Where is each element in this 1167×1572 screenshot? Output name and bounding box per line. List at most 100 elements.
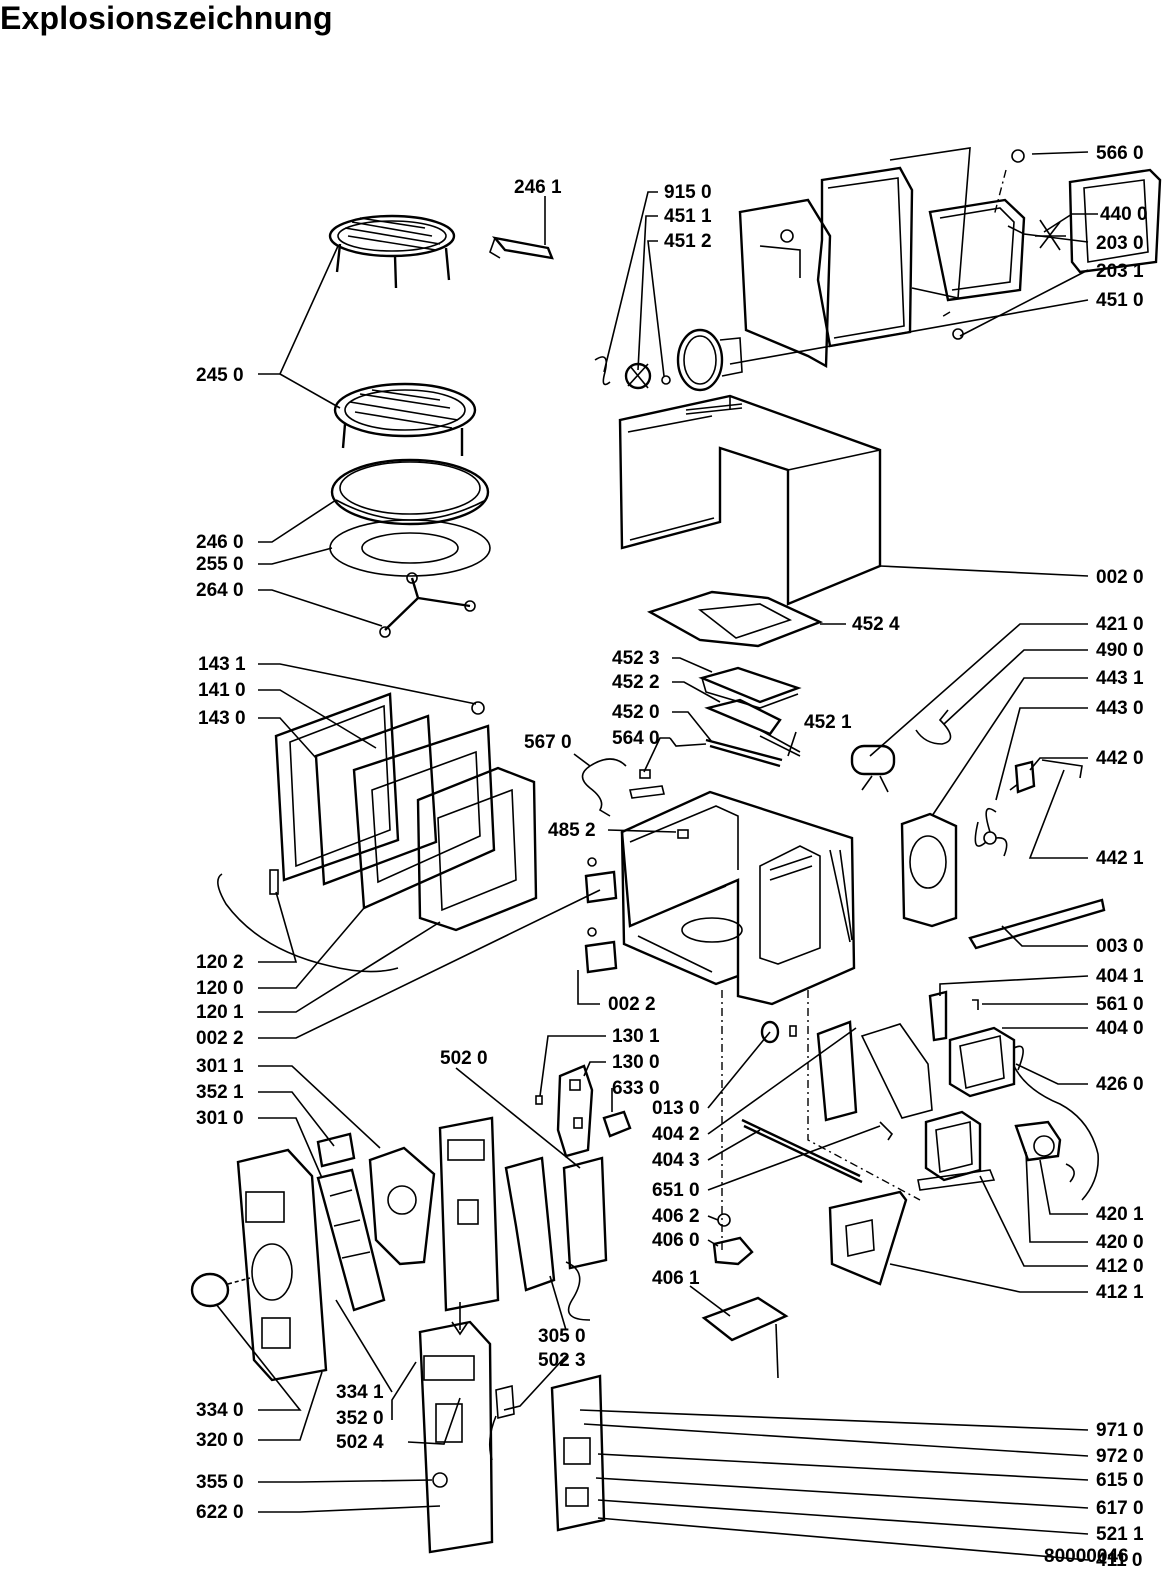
frame-bracket-404-2 [816, 1020, 933, 1122]
display-board-502-4 [418, 1320, 515, 1554]
fan-blade-443-0 [974, 807, 1008, 857]
grill-rack-upper [328, 214, 456, 289]
knob-334-0 [190, 1272, 251, 1308]
label-002-2-right: 002 2 [608, 994, 656, 1015]
label-420-1: 420 1 [1096, 1204, 1144, 1225]
fan-motor-442-0 [1009, 759, 1083, 794]
relay-board-502-3 [562, 1156, 608, 1270]
label-352-0: 352 0 [336, 1408, 384, 1429]
heater-cover-452-3 [698, 666, 802, 709]
glass-turntable [330, 458, 490, 526]
label-406-1: 406 1 [652, 1268, 700, 1289]
label-452-3: 452 3 [612, 648, 660, 669]
label-972-0: 972 0 [1096, 1446, 1144, 1467]
label-320-0: 320 0 [196, 1430, 244, 1451]
label-404-0: 404 0 [1096, 1018, 1144, 1039]
fan-cover-490-0 [915, 709, 952, 745]
mounting-plate-404-1 [928, 990, 979, 1042]
label-203-0: 203 0 [1096, 233, 1144, 254]
hv-capacitor-420-0 [1014, 1120, 1075, 1183]
label-203-1: 203 1 [1096, 261, 1144, 282]
display-bracket-352-1 [316, 1132, 356, 1168]
foot-013-0 [760, 1020, 797, 1044]
capacitor-421-0 [850, 744, 896, 793]
motor-cover-406-1 [701, 1296, 789, 1379]
label-246-0: 246 0 [196, 532, 244, 553]
label-355-0: 355 0 [196, 1472, 244, 1493]
label-352-1: 352 1 [196, 1082, 244, 1103]
label-452-4: 452 4 [852, 614, 900, 635]
label-440-0: 440 0 [1100, 204, 1148, 225]
label-120-2: 120 2 [196, 952, 244, 973]
label-443-0: 443 0 [1096, 698, 1144, 719]
label-451-1: 451 1 [664, 206, 712, 227]
label-013-0: 013 0 [652, 1098, 700, 1119]
label-452-1: 452 1 [804, 712, 852, 733]
label-404-1: 404 1 [1096, 966, 1144, 987]
keypad-frame-301-0 [316, 1168, 386, 1312]
switch-633-0 [602, 1110, 632, 1138]
label-420-0: 420 0 [1096, 1232, 1144, 1253]
bracket-246-1 [489, 236, 554, 260]
label-633-0: 633 0 [612, 1078, 660, 1099]
cover-plate-412-1 [828, 1190, 908, 1286]
door-wire-120-2 [217, 869, 399, 973]
outer-casing [618, 394, 882, 606]
label-485-2: 485 2 [548, 820, 596, 841]
label-334-0: 334 0 [196, 1400, 244, 1421]
door-hinge-002-2-upper [584, 857, 618, 904]
wire-harness-567-0 [581, 758, 627, 817]
label-406-2: 406 2 [652, 1206, 700, 1227]
grill-rack-lower [333, 382, 477, 456]
interlock-switch-130-0 [556, 1064, 594, 1158]
label-002-2-left: 002 2 [196, 1028, 244, 1049]
knob-mount-301-1 [368, 1146, 436, 1266]
label-561-0: 561 0 [1096, 994, 1144, 1015]
label-130-1: 130 1 [612, 1026, 660, 1047]
label-246-1: 246 1 [514, 177, 562, 198]
label-002-0: 002 0 [1096, 567, 1144, 588]
clip-651-0 [879, 1121, 894, 1141]
label-412-0: 412 0 [1096, 1256, 1144, 1277]
label-971-0: 971 0 [1096, 1420, 1144, 1441]
hv-diode-412-0 [917, 1110, 996, 1191]
turntable-motor-406-0 [712, 1213, 754, 1266]
label-305-0: 305 0 [538, 1326, 586, 1347]
fan-motor-assembly [594, 147, 1162, 392]
label-334-1: 334 1 [336, 1382, 384, 1403]
control-panel-320-0 [236, 1148, 328, 1382]
label-301-0: 301 0 [196, 1108, 244, 1129]
label-915-0: 915 0 [664, 182, 712, 203]
label-130-0: 130 0 [612, 1052, 660, 1073]
power-board-971-0 [550, 1374, 606, 1532]
label-120-0: 120 0 [196, 978, 244, 999]
door-glass-141-0 [314, 714, 438, 886]
oven-cavity [620, 790, 856, 1006]
heater-reflector-452-2 [704, 698, 782, 736]
rod-404-3 [741, 1118, 863, 1184]
label-003-0: 003 0 [1096, 936, 1144, 957]
label-451-0: 451 0 [1096, 290, 1144, 311]
label-502-4: 502 4 [336, 1432, 384, 1453]
label-502-0: 502 0 [440, 1048, 488, 1069]
label-442-1: 442 1 [1096, 848, 1144, 869]
bracket-305-0 [504, 1156, 591, 1321]
thermal-fuse-564-0 [629, 769, 665, 799]
page-title: Explosionszeichnung [0, 0, 333, 36]
arrow-down [451, 1302, 469, 1336]
label-490-0: 490 0 [1096, 640, 1144, 661]
label-442-0: 442 0 [1096, 748, 1144, 769]
label-426-0: 426 0 [1096, 1074, 1144, 1095]
label-567-0: 567 0 [524, 732, 572, 753]
label-421-0: 421 0 [1096, 614, 1144, 635]
roller-ring [329, 519, 491, 577]
door-inner-frame [352, 724, 496, 910]
turntable-coupler [379, 572, 476, 638]
control-board-502-0 [438, 1116, 500, 1312]
label-245-0: 245 0 [196, 365, 244, 386]
document-number: 80000046 [1044, 1546, 1129, 1567]
bracket-003-0 [968, 898, 1106, 950]
assembly-line-frame [807, 990, 921, 1201]
label-143-0: 143 0 [198, 708, 246, 729]
